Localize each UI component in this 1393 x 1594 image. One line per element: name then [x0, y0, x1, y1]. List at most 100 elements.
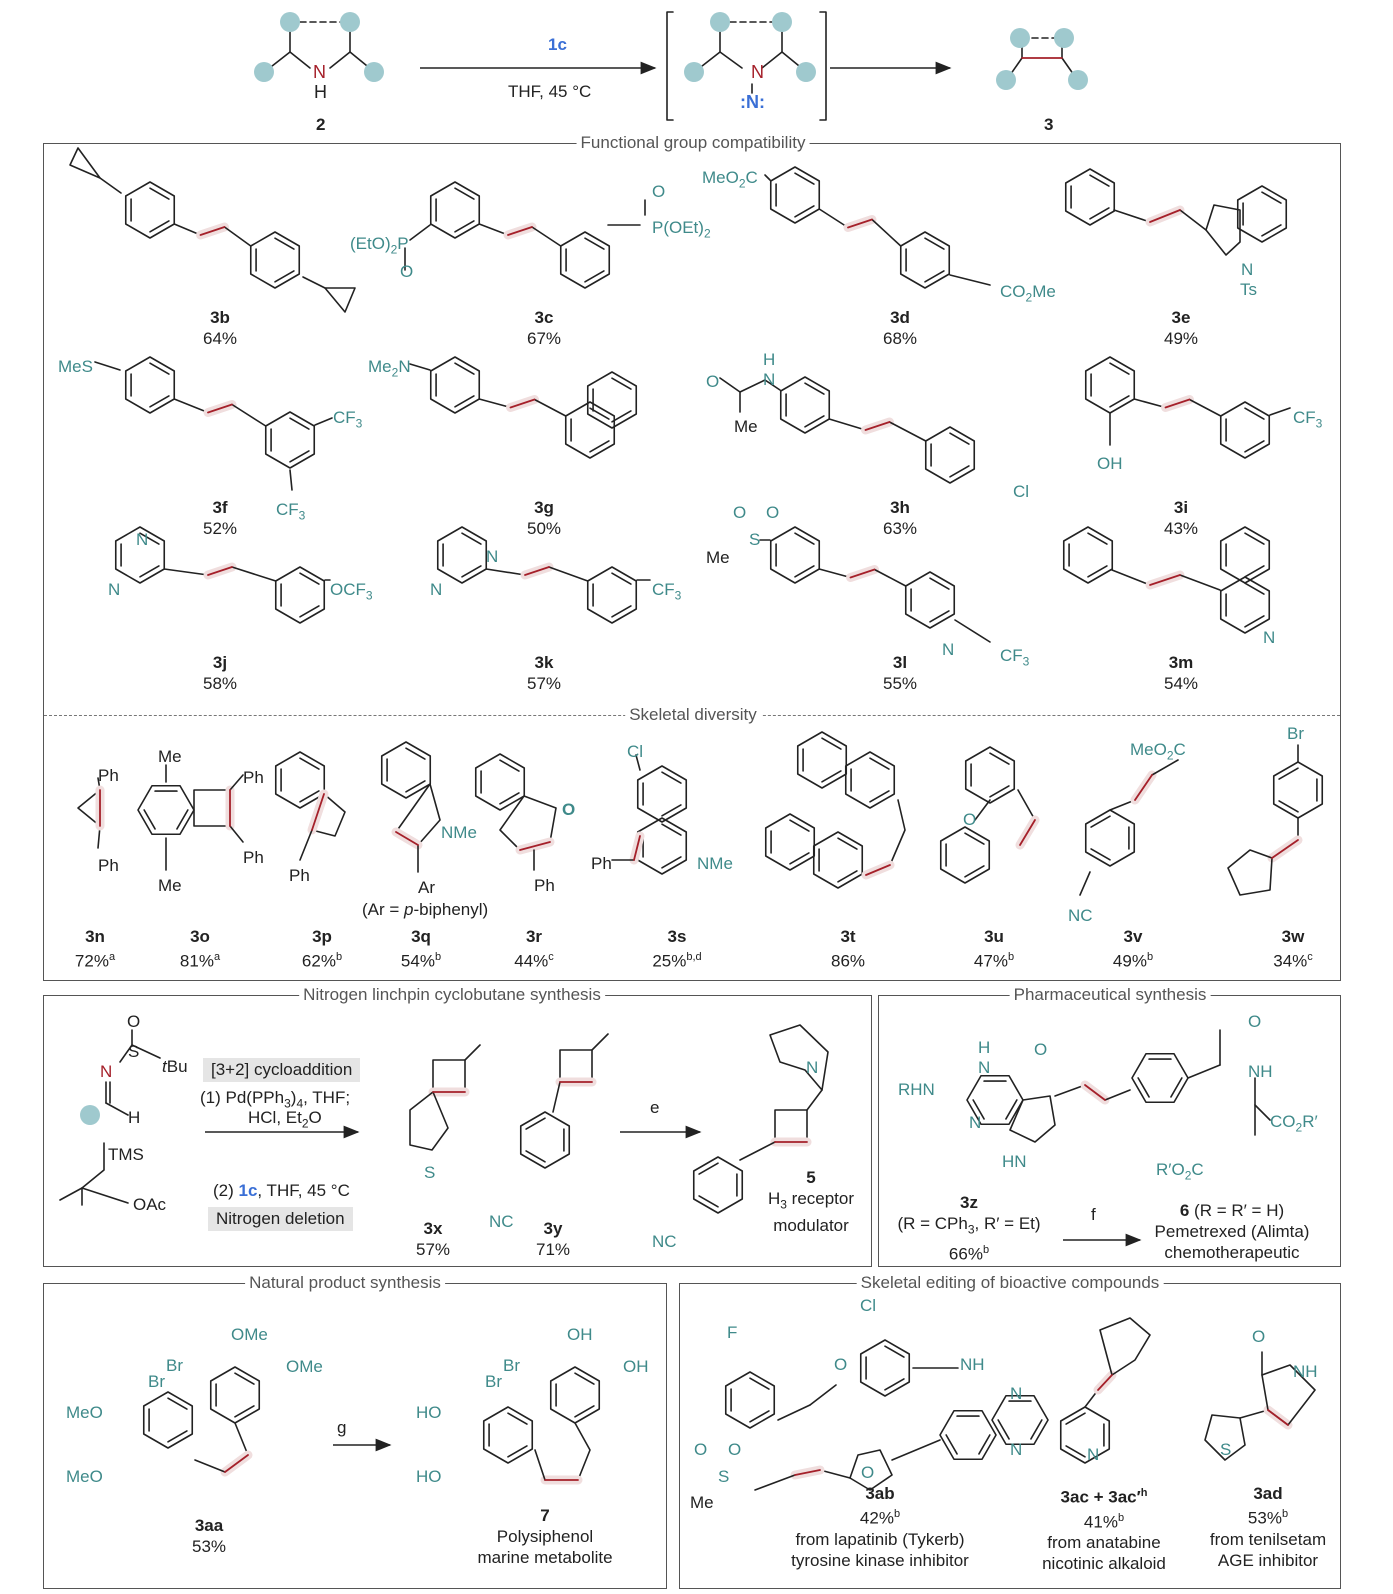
5-link: [806, 1089, 823, 1111]
3b-cp2: [324, 287, 356, 313]
3l-ring-b-db: [929, 610, 950, 623]
3t-bridge: [889, 799, 906, 866]
label-mes-3f: MeS: [58, 357, 93, 376]
3m-new: [1149, 574, 1181, 586]
3k-link-a: [485, 568, 526, 576]
3f-ring-a: [124, 356, 176, 414]
3w-cp: [1227, 849, 1273, 896]
3y-link: [552, 1081, 561, 1113]
label-me2n-3g: Me2N: [368, 357, 411, 380]
dot-3: [254, 62, 274, 82]
lap-link: [891, 1439, 941, 1461]
label-n-3l: N: [942, 640, 955, 659]
anat-pyr-db: [1065, 1445, 1086, 1458]
3l-ring-b-db: [929, 577, 950, 590]
label-ph-3s: Ph: [591, 854, 612, 873]
3d-link-b: [871, 218, 902, 247]
label-reagent-g: g: [337, 1418, 347, 1437]
3e-l2: [1179, 209, 1207, 231]
scheme-conditions: THF, 45 °C: [508, 82, 592, 101]
lap-quin-b-db: [1030, 1419, 1043, 1440]
3s-ring-a: [636, 765, 688, 823]
3i-ring-b-db: [1244, 440, 1265, 453]
3f-ring-a-db: [149, 362, 170, 375]
label-reagent-e: e: [650, 1098, 660, 1117]
3s-ring-b-db: [661, 823, 682, 836]
label-br-lower: Br: [148, 1372, 165, 1391]
3t-c-db: [789, 819, 810, 832]
3w-ring-db: [1278, 800, 1299, 813]
3b-ring-a-db: [149, 220, 170, 233]
lap-ch2: [777, 1404, 811, 1421]
label-h-3h: H: [763, 350, 776, 369]
3d-e2: [949, 274, 991, 286]
3f-link-a: [173, 398, 209, 414]
label-o-amide: O: [1248, 1012, 1262, 1031]
pem-benz: [1131, 1052, 1189, 1104]
dot-8: [796, 62, 816, 82]
5-link2: [739, 1141, 776, 1161]
scheme-start-label: 2: [316, 115, 326, 134]
3k-ring-b-db: [611, 605, 632, 618]
label-n-3k-b: N: [430, 580, 443, 599]
label-ome-right: OMe: [286, 1357, 323, 1376]
3j-ring-b-db: [299, 605, 320, 618]
label-poet2: P(OEt)2: [652, 218, 711, 241]
label-s-sulfinyl: S: [128, 1042, 140, 1061]
label-cf3-3i: CF3: [1293, 408, 1323, 431]
3k-ring-b-db: [611, 572, 632, 585]
3x-exo: [464, 1044, 481, 1061]
pem-new: [1084, 1084, 1106, 1101]
3j-new: [207, 566, 233, 576]
3u-b: [939, 826, 991, 884]
3f-ring-b-db: [289, 417, 310, 430]
anat-cp: [1099, 1317, 1151, 1376]
3w-new: [1271, 839, 1299, 859]
label-o-lactam: O: [1252, 1327, 1266, 1346]
lap-furan: [849, 1449, 893, 1491]
3m-ph-db: [1087, 565, 1108, 578]
3d-ring-a: [769, 166, 821, 224]
3e-pyrrole: [1205, 204, 1241, 256]
3t-b: [844, 751, 896, 809]
3i-cf3: [1269, 407, 1291, 416]
label-n-pteridine-b: N: [969, 1113, 982, 1132]
nat-l2: [194, 1459, 226, 1473]
3o-ring-db: [176, 809, 189, 830]
label-nc-3v: NC: [1068, 906, 1093, 925]
label-ho-b: HO: [416, 1467, 442, 1486]
3u-a-db: [989, 752, 1010, 765]
3c-ring-a-db: [454, 220, 475, 233]
3u-a-db: [989, 785, 1010, 798]
3w-ring-db: [1278, 767, 1299, 780]
3b-cp-link: [99, 177, 122, 194]
3u-b-db: [964, 865, 985, 878]
3b-link-a: [173, 223, 202, 236]
lap-clbenz-db: [884, 1378, 905, 1391]
3g-ring-b-db: [589, 440, 610, 453]
label-tms: TMS: [108, 1145, 144, 1164]
dot-6: [772, 12, 792, 32]
3e-new: [1149, 209, 1181, 223]
label-me-3o-a: Me: [158, 747, 182, 766]
label-oh-3i: OH: [1097, 454, 1123, 473]
linchpin-box: [43, 995, 872, 1267]
lap-quin-a-db: [945, 1434, 958, 1455]
3i-new: [1164, 398, 1191, 409]
label-n-pyridine: N: [1087, 1445, 1100, 1464]
nat-ring-b-db: [167, 1430, 188, 1443]
3e-indole-benzo-db: [1261, 191, 1282, 204]
3g-naph: [586, 371, 638, 429]
label-s-3l: S: [749, 530, 761, 549]
3h-link-a: [828, 418, 867, 431]
label-n-quinazoline-b: N: [1010, 1440, 1023, 1459]
3d-ring-a-db: [794, 205, 815, 218]
3r-new: [519, 841, 551, 851]
3b-link-b: [223, 226, 252, 247]
